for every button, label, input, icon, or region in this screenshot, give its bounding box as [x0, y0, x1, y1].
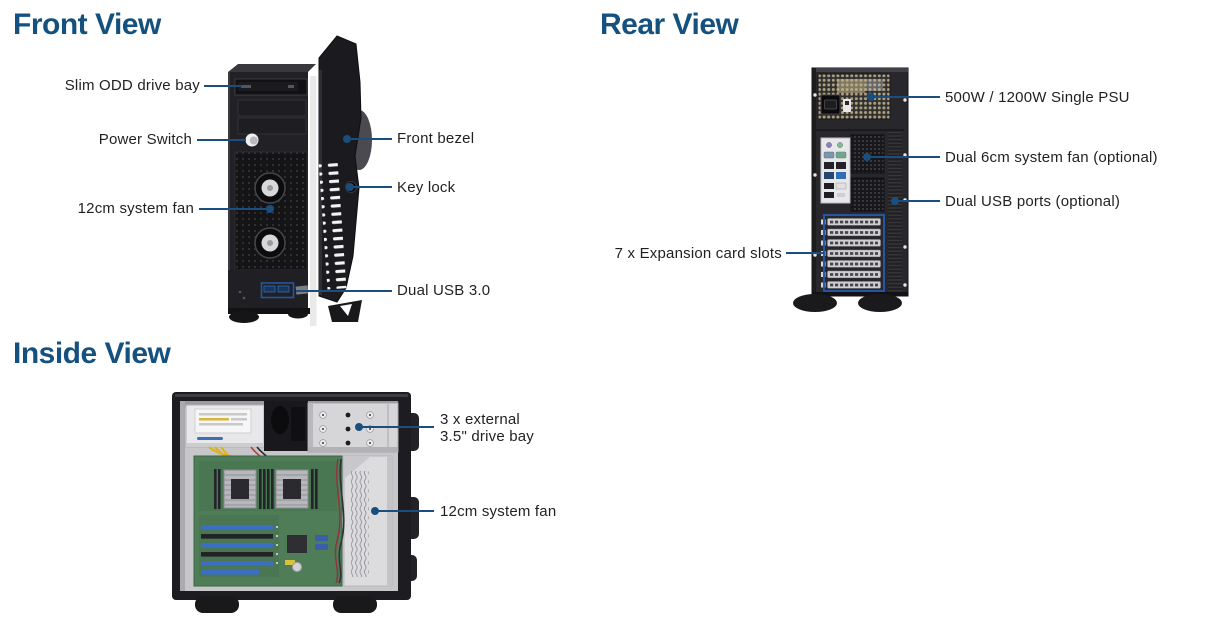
- motherboard: [193, 455, 343, 587]
- inside-fan-vent: [351, 471, 369, 577]
- bay-cover-1: [237, 99, 307, 117]
- callout-inside-fan: 12cm system fan: [440, 503, 557, 520]
- inside-foot-left: [195, 596, 239, 613]
- callout-drive-bay-line1: 3 x external: [440, 411, 520, 428]
- leader-dot-front-fan: [266, 205, 274, 213]
- leader-line-rear-usb: [895, 200, 940, 202]
- leader-line-drive-bay: [359, 426, 434, 428]
- leader-dot-psu: [867, 93, 875, 101]
- rear-view-image: [793, 67, 909, 312]
- callout-power-switch: Power Switch: [98, 131, 192, 148]
- front-view-image: [228, 35, 372, 326]
- power-rocker-switch: [843, 99, 851, 112]
- chassis-screws: [813, 93, 907, 287]
- callout-expansion-slots: 7 x Expansion card slots: [614, 245, 782, 262]
- cmos-battery: [291, 561, 303, 573]
- leader-line-odd: [204, 85, 242, 87]
- front-fan-2: [254, 227, 286, 259]
- leader-dot-rear-fan: [863, 153, 871, 161]
- callout-key-lock: Key lock: [397, 179, 456, 196]
- power-button: [245, 133, 259, 147]
- rear-tower-body: [793, 67, 909, 312]
- leader-dot-keylock: [346, 183, 354, 191]
- rear-io-panel: [820, 137, 851, 204]
- front-fan-1: [254, 172, 286, 204]
- fan-shroud: [343, 455, 393, 587]
- leader-dot-inside-fan: [371, 507, 379, 515]
- inside-view-title: Inside View: [13, 337, 171, 370]
- rear-side-vent: [888, 131, 902, 293]
- callout-front-fan: 12cm system fan: [77, 200, 194, 217]
- callout-psu: 500W / 1200W Single PSU: [945, 89, 1130, 106]
- expansion-slots-highlight-box: [823, 214, 885, 292]
- usb3-highlight-box: [260, 282, 295, 299]
- cable-gap: [264, 401, 308, 451]
- door-vents: [318, 160, 347, 290]
- cpu-heatsink-2: [275, 469, 309, 509]
- psu-inside: [185, 404, 265, 448]
- ram-slots: [214, 469, 318, 509]
- callout-front-bezel: Front bezel: [397, 130, 475, 147]
- bay-cover-2: [237, 117, 307, 135]
- rear-foot-right: [858, 294, 902, 312]
- leader-line-bezel: [347, 138, 392, 140]
- rear-foot-left: [793, 294, 837, 312]
- odd-drive-bay: [234, 78, 308, 96]
- inside-view-image: [172, 392, 419, 613]
- callout-rear-fan: Dual 6cm system fan (optional): [945, 149, 1158, 166]
- front-foot-left: [229, 311, 259, 323]
- leader-line-expansion-slots: [786, 252, 824, 254]
- usb3-ports: [263, 285, 290, 293]
- leader-line-usb3: [296, 290, 392, 292]
- callout-rear-usb: Dual USB ports (optional): [945, 193, 1121, 210]
- callout-drive-bay: 3 x external 3.5" drive bay: [440, 411, 534, 445]
- leader-line-inside-fan: [375, 510, 434, 512]
- leader-line-keylock: [351, 186, 392, 188]
- inside-foot-right: [333, 596, 377, 613]
- leader-line-rear-fan: [867, 156, 940, 158]
- rear-view-title: Rear View: [600, 8, 739, 41]
- callout-odd-drive-bay: Slim ODD drive bay: [64, 77, 200, 94]
- expansion-slots: [821, 214, 885, 292]
- leader-line-power: [197, 139, 246, 141]
- leader-line-psu: [871, 96, 940, 98]
- callout-drive-bay-line2: 3.5" drive bay: [440, 428, 535, 445]
- leader-line-front-fan: [199, 208, 266, 210]
- front-tower-body: [228, 64, 316, 323]
- rear-fan-grille-lower: [850, 177, 885, 212]
- front-view-title: Front View: [13, 8, 161, 41]
- leader-dot-bezel: [343, 135, 351, 143]
- callout-usb3: Dual USB 3.0: [397, 282, 491, 299]
- leader-dot-rear-usb: [891, 197, 899, 205]
- front-bezel-door: [310, 35, 372, 326]
- pcie-slots: [201, 525, 278, 575]
- fan-wires: [334, 458, 345, 584]
- cpu-heatsink-1: [223, 469, 257, 509]
- leader-dot-drive-bay: [355, 423, 363, 431]
